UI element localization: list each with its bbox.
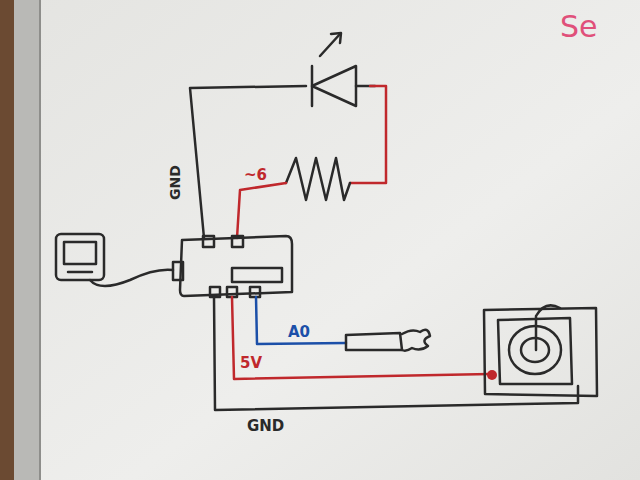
pin-name: GND <box>247 419 284 434</box>
pin-name: ~6 <box>244 168 267 183</box>
a0-wire <box>256 297 346 344</box>
led-wire <box>350 86 386 183</box>
gnd-wire <box>190 86 306 238</box>
board-edge <box>0 0 14 480</box>
force-sensor <box>484 305 597 396</box>
computer-icon <box>56 234 173 286</box>
pin-name: A0 <box>288 325 310 340</box>
pin-name: GND <box>168 165 182 200</box>
frame-line <box>39 0 41 480</box>
gnd-wire <box>214 297 578 410</box>
led-symbol <box>312 33 375 106</box>
heading-fragment: Se <box>560 12 598 42</box>
pin6-wire <box>237 183 286 238</box>
board-frame <box>14 0 40 480</box>
resistor-symbol <box>286 158 350 200</box>
connection-dot <box>487 370 497 380</box>
5v-wire <box>232 297 490 379</box>
pin-name: 5V <box>240 356 262 371</box>
probe-sensor <box>346 330 430 351</box>
arduino-board <box>173 236 292 297</box>
